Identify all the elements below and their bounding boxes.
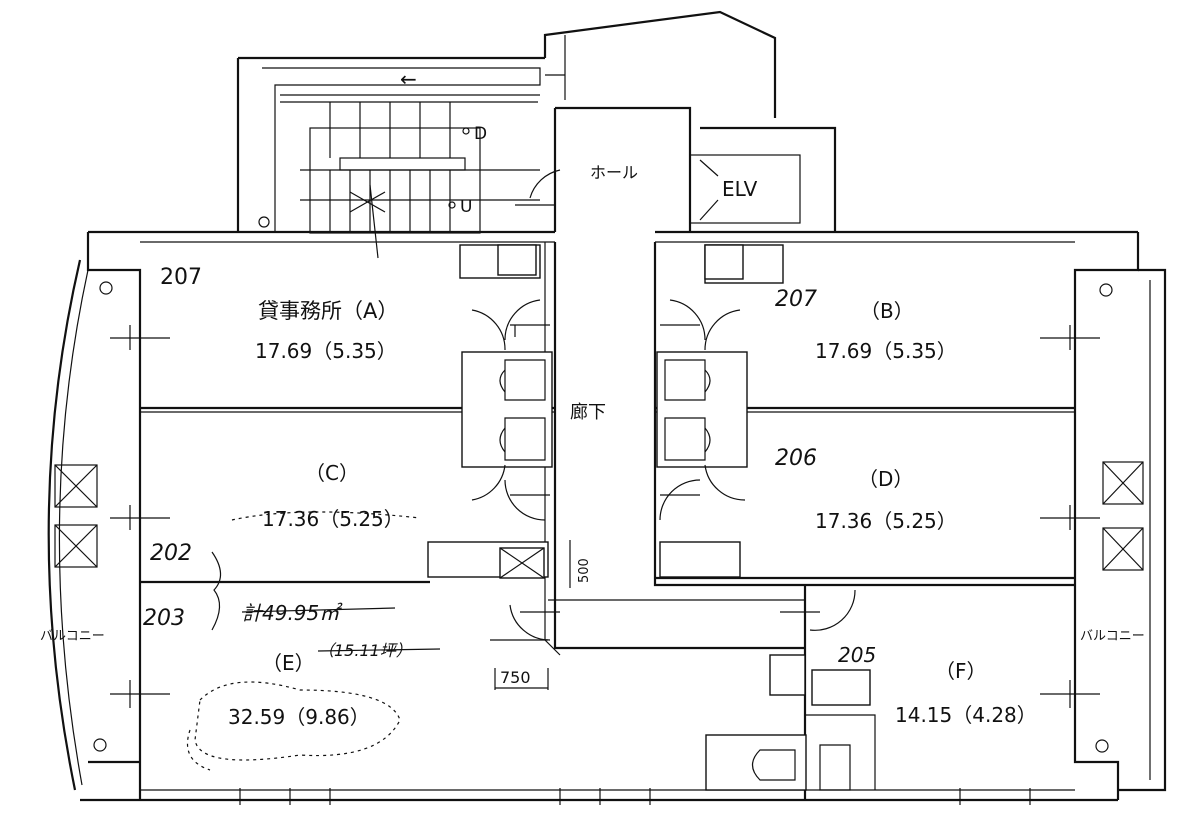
stairwell: D U ← — [236, 10, 777, 259]
tick-marks — [110, 324, 1100, 708]
stair-down-label: D — [474, 124, 487, 144]
note-203: 203 — [143, 606, 185, 631]
stair-up-label: U — [460, 197, 472, 217]
room-c: （C） 17.36（5.25） — [262, 461, 404, 531]
room-e-name: （E） — [262, 651, 315, 675]
room-a-area: 17.69（5.35） — [255, 339, 397, 363]
note-202: 202 — [150, 541, 192, 566]
room-a-number: 207 — [160, 265, 202, 290]
room-f: 205 （F） 14.15（4.28） — [838, 643, 1037, 727]
room-c-name: （C） — [305, 461, 359, 485]
balcony-left-label: バルコニー — [40, 629, 105, 644]
building-outline — [47, 230, 1167, 802]
ac-units — [54, 461, 1144, 571]
room-d-number: 206 — [775, 446, 817, 471]
room-b-number: 207 — [775, 287, 817, 312]
hall-label: ホール — [590, 163, 638, 182]
room-f-name: （F） — [935, 659, 987, 683]
hall-elevator: ホール ELV — [515, 35, 837, 232]
room-f-area: 14.15（4.28） — [895, 703, 1037, 727]
room-e: （E） 32.59（9.86） — [194, 651, 401, 761]
handwritten-notes: 202 203 計49.95㎡ （15.11坪） — [143, 511, 441, 771]
room-d-name: （D） — [858, 467, 913, 491]
room-b: 207 （B） 17.69（5.35） — [775, 287, 957, 363]
room-f-number: 205 — [838, 643, 876, 667]
dim-500: 500 — [577, 558, 592, 583]
room-b-area: 17.69（5.35） — [815, 339, 957, 363]
partitions: 500 — [140, 244, 1075, 800]
room-d-area: 17.36（5.25） — [815, 509, 957, 533]
room-a: 207 貸事務所（A） 17.69（5.35） — [160, 265, 398, 363]
stair-arrow: ← — [400, 67, 417, 91]
total-area: 計49.95㎡ — [242, 601, 343, 625]
room-d: 206 （D） 17.36（5.25） — [775, 446, 957, 533]
bottom-ticks — [239, 788, 1031, 805]
corridor-label: 廊下 — [570, 402, 606, 423]
room-a-name: 貸事務所（A） — [258, 299, 398, 323]
elevator-label: ELV — [722, 177, 758, 201]
room-e-area: 32.59（9.86） — [228, 705, 370, 729]
dimension-750: 750 — [494, 668, 549, 690]
room-b-name: （B） — [860, 299, 914, 323]
room-c-area: 17.36（5.25） — [262, 507, 404, 531]
dim-750: 750 — [500, 668, 531, 687]
balcony-right-label: バルコニー — [1080, 629, 1145, 644]
